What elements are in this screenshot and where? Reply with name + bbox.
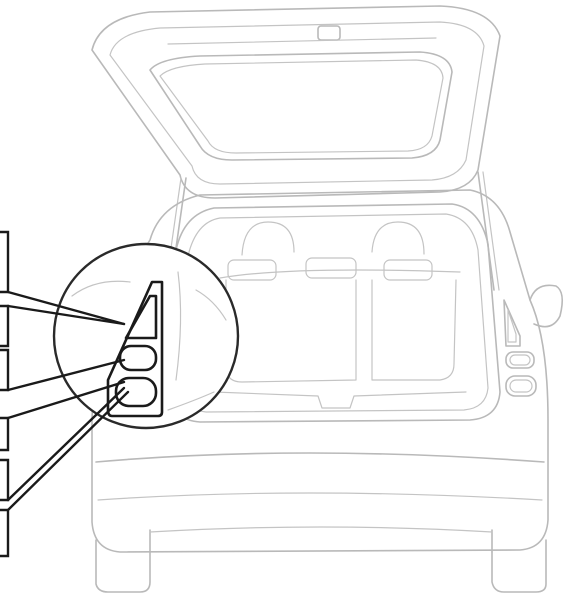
callout-2-bracket bbox=[0, 304, 10, 348]
car-body bbox=[91, 189, 549, 593]
callout-6-leader bbox=[6, 390, 130, 512]
magnified-lamp-circle bbox=[52, 242, 240, 430]
callout-3-leader bbox=[6, 358, 126, 392]
callout-5-leader bbox=[6, 386, 126, 502]
back-up-lamp-icon bbox=[118, 344, 158, 372]
callout-5-bracket bbox=[0, 458, 10, 502]
callout-1-leader bbox=[6, 290, 126, 326]
open-tailgate bbox=[91, 5, 501, 199]
callout-4-leader bbox=[6, 380, 126, 420]
turn-signal-lamp-icon bbox=[124, 294, 158, 340]
callout-3-bracket bbox=[0, 348, 10, 392]
callout-leaders bbox=[0, 230, 130, 558]
right-rear-lamp-cluster bbox=[503, 299, 537, 397]
high-mount-stop-lamp-icon bbox=[317, 25, 341, 41]
callout-4-bracket bbox=[0, 416, 10, 452]
side-mirror bbox=[529, 284, 564, 328]
callout-6-bracket bbox=[0, 508, 10, 558]
stop-tail-lamp-icon bbox=[114, 376, 158, 408]
callout-1-bracket bbox=[0, 230, 10, 294]
callout-2-leader bbox=[6, 304, 126, 326]
